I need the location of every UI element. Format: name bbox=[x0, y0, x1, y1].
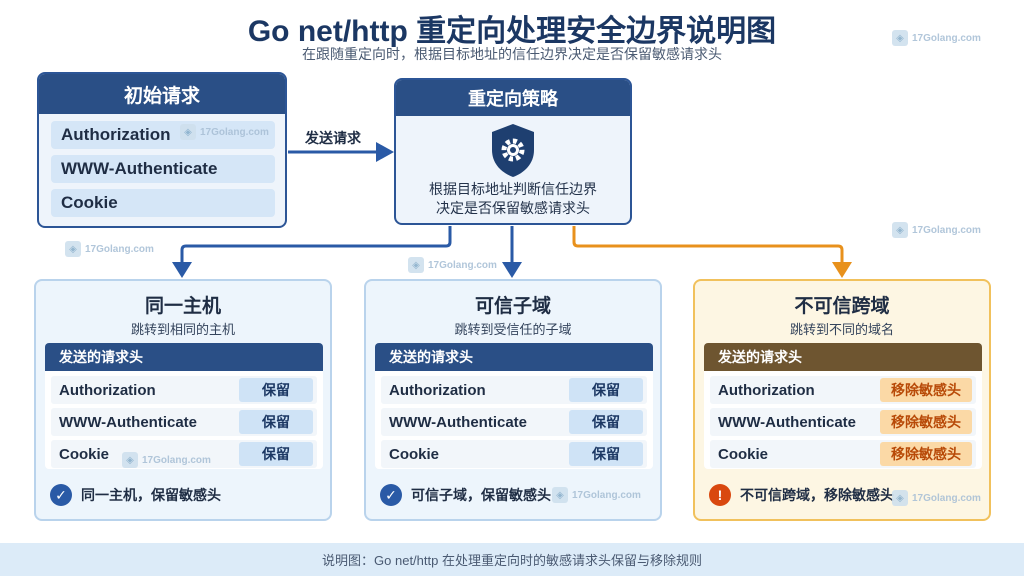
card-subtitle: 跳转到受信任的子域 bbox=[454, 322, 572, 337]
remove-badge: 移除敏感头 bbox=[880, 378, 972, 402]
watermark-logo-icon: ◈ bbox=[408, 257, 424, 273]
remove-badge: 移除敏感头 bbox=[880, 442, 972, 466]
table-header: 发送的请求头 bbox=[45, 343, 323, 371]
row-header-name: Authorization bbox=[389, 381, 486, 399]
watermark-text: 17Golang.com bbox=[572, 489, 641, 501]
watermark-text: 17Golang.com bbox=[200, 126, 269, 138]
watermark: ◈ 17Golang.com bbox=[552, 487, 641, 503]
policy-desc-line: 根据目标地址判断信任边界 bbox=[429, 181, 597, 197]
watermark-text: 17Golang.com bbox=[912, 224, 981, 236]
row-header-name: WWW-Authenticate bbox=[59, 413, 198, 431]
page-title: Go net/http 重定向处理安全边界说明图 bbox=[247, 15, 777, 48]
policy-description: 根据目标地址判断信任边界 决定是否保留敏感请求头 bbox=[396, 180, 630, 218]
keep-badge: 保留 bbox=[239, 442, 313, 466]
watermark: ◈ 17Golang.com bbox=[892, 490, 981, 506]
card-note: ✓ 同一主机，保留敏感头 bbox=[50, 484, 221, 506]
note-text: 不可信跨域，移除敏感头 bbox=[740, 487, 894, 503]
header-table: 发送的请求头 Authorization 保留 WWW-Authenticate… bbox=[45, 343, 323, 469]
header-table: 发送的请求头 Authorization 保留 WWW-Authenticate… bbox=[375, 343, 653, 469]
watermark-logo-icon: ◈ bbox=[892, 490, 908, 506]
watermark: ◈ 17Golang.com bbox=[122, 452, 211, 468]
row-header-name: Authorization bbox=[59, 381, 156, 399]
remove-badge: 移除敏感头 bbox=[880, 410, 972, 434]
keep-badge: 保留 bbox=[569, 378, 643, 402]
row-header-name: Authorization bbox=[718, 381, 815, 399]
table-row: Cookie 保留 bbox=[51, 440, 317, 468]
request-header-item: Authorization bbox=[51, 121, 275, 149]
watermark: ◈ 17Golang.com bbox=[892, 30, 981, 46]
arrow-same-host bbox=[180, 226, 452, 264]
table-row: Authorization 移除敏感头 bbox=[710, 376, 976, 404]
arrow-untrusted bbox=[572, 226, 844, 264]
watermark-text: 17Golang.com bbox=[85, 243, 154, 255]
table-header: 发送的请求头 bbox=[704, 343, 982, 371]
page-subtitle: 在跟随重定向时，根据目标地址的信任边界决定是否保留敏感请求头 bbox=[302, 46, 722, 62]
initial-request-box: 初始请求 Authorization WWW-Authenticate Cook… bbox=[37, 72, 287, 228]
keep-badge: 保留 bbox=[569, 442, 643, 466]
watermark: ◈ 17Golang.com bbox=[65, 241, 154, 257]
table-row: WWW-Authenticate 移除敏感头 bbox=[710, 408, 976, 436]
card-note: ✓ 可信子域，保留敏感头 bbox=[380, 484, 551, 506]
table-header: 发送的请求头 bbox=[375, 343, 653, 371]
card-title: 可信子域 bbox=[474, 296, 551, 317]
card-same-host: 同一主机 跳转到相同的主机 发送的请求头 Authorization 保留 WW… bbox=[34, 279, 332, 521]
watermark-text: 17Golang.com bbox=[912, 32, 981, 44]
watermark-text: 17Golang.com bbox=[428, 259, 497, 271]
card-untrusted-cross-domain: 不可信跨域 跳转到不同的域名 发送的请求头 Authorization 移除敏感… bbox=[693, 279, 991, 521]
watermark-logo-icon: ◈ bbox=[892, 30, 908, 46]
policy-title: 重定向策略 bbox=[396, 80, 630, 116]
card-subtitle: 跳转到相同的主机 bbox=[130, 322, 235, 337]
table-row: Authorization 保留 bbox=[381, 376, 647, 404]
exclamation-circle-icon: ! bbox=[709, 484, 731, 506]
policy-desc-line: 决定是否保留敏感请求头 bbox=[436, 200, 590, 216]
table-row: Authorization 保留 bbox=[51, 376, 317, 404]
watermark-text: 17Golang.com bbox=[912, 492, 981, 504]
request-header-item: Cookie bbox=[51, 189, 275, 217]
footer-caption: 说明图：Go net/http 在处理重定向时的敏感请求头保留与移除规则 bbox=[0, 543, 1024, 576]
check-circle-icon: ✓ bbox=[380, 484, 402, 506]
card-note: ! 不可信跨域，移除敏感头 bbox=[709, 484, 894, 506]
card-subtitle: 跳转到不同的域名 bbox=[789, 322, 894, 337]
send-request-label: 发送请求 bbox=[305, 130, 361, 146]
watermark: ◈ 17Golang.com bbox=[408, 257, 497, 273]
check-circle-icon: ✓ bbox=[50, 484, 72, 506]
table-row: Cookie 保留 bbox=[381, 440, 647, 468]
card-trusted-subdomain: 可信子域 跳转到受信任的子域 发送的请求头 Authorization 保留 W… bbox=[364, 279, 662, 521]
watermark: ◈ 17Golang.com bbox=[180, 124, 269, 140]
table-row: WWW-Authenticate 保留 bbox=[381, 408, 647, 436]
keep-badge: 保留 bbox=[239, 410, 313, 434]
row-header-name: Cookie bbox=[718, 445, 769, 463]
watermark: ◈ 17Golang.com bbox=[892, 222, 981, 238]
gear-shield-icon bbox=[492, 124, 534, 177]
row-header-name: Cookie bbox=[59, 445, 110, 463]
note-text: 同一主机，保留敏感头 bbox=[81, 487, 221, 503]
watermark-text: 17Golang.com bbox=[142, 454, 211, 466]
card-title: 同一主机 bbox=[144, 296, 221, 317]
initial-request-title: 初始请求 bbox=[39, 74, 285, 114]
watermark-logo-icon: ◈ bbox=[65, 241, 81, 257]
watermark-logo-icon: ◈ bbox=[122, 452, 138, 468]
watermark-logo-icon: ◈ bbox=[180, 124, 196, 140]
table-row: WWW-Authenticate 保留 bbox=[51, 408, 317, 436]
watermark-logo-icon: ◈ bbox=[552, 487, 568, 503]
keep-badge: 保留 bbox=[569, 410, 643, 434]
row-header-name: Cookie bbox=[389, 445, 440, 463]
table-row: Cookie 移除敏感头 bbox=[710, 440, 976, 468]
note-text: 可信子域，保留敏感头 bbox=[411, 487, 551, 503]
redirect-policy-box: 重定向策略 根据目标地址判断信任边界 决定是否保留敏感请求头 bbox=[394, 78, 632, 225]
keep-badge: 保留 bbox=[239, 378, 313, 402]
header-table: 发送的请求头 Authorization 移除敏感头 WWW-Authentic… bbox=[704, 343, 982, 469]
card-title: 不可信跨域 bbox=[794, 296, 890, 317]
row-header-name: WWW-Authenticate bbox=[389, 413, 528, 431]
row-header-name: WWW-Authenticate bbox=[718, 413, 857, 431]
send-arrow-head bbox=[376, 142, 394, 162]
watermark-logo-icon: ◈ bbox=[892, 222, 908, 238]
request-header-item: WWW-Authenticate bbox=[51, 155, 275, 183]
